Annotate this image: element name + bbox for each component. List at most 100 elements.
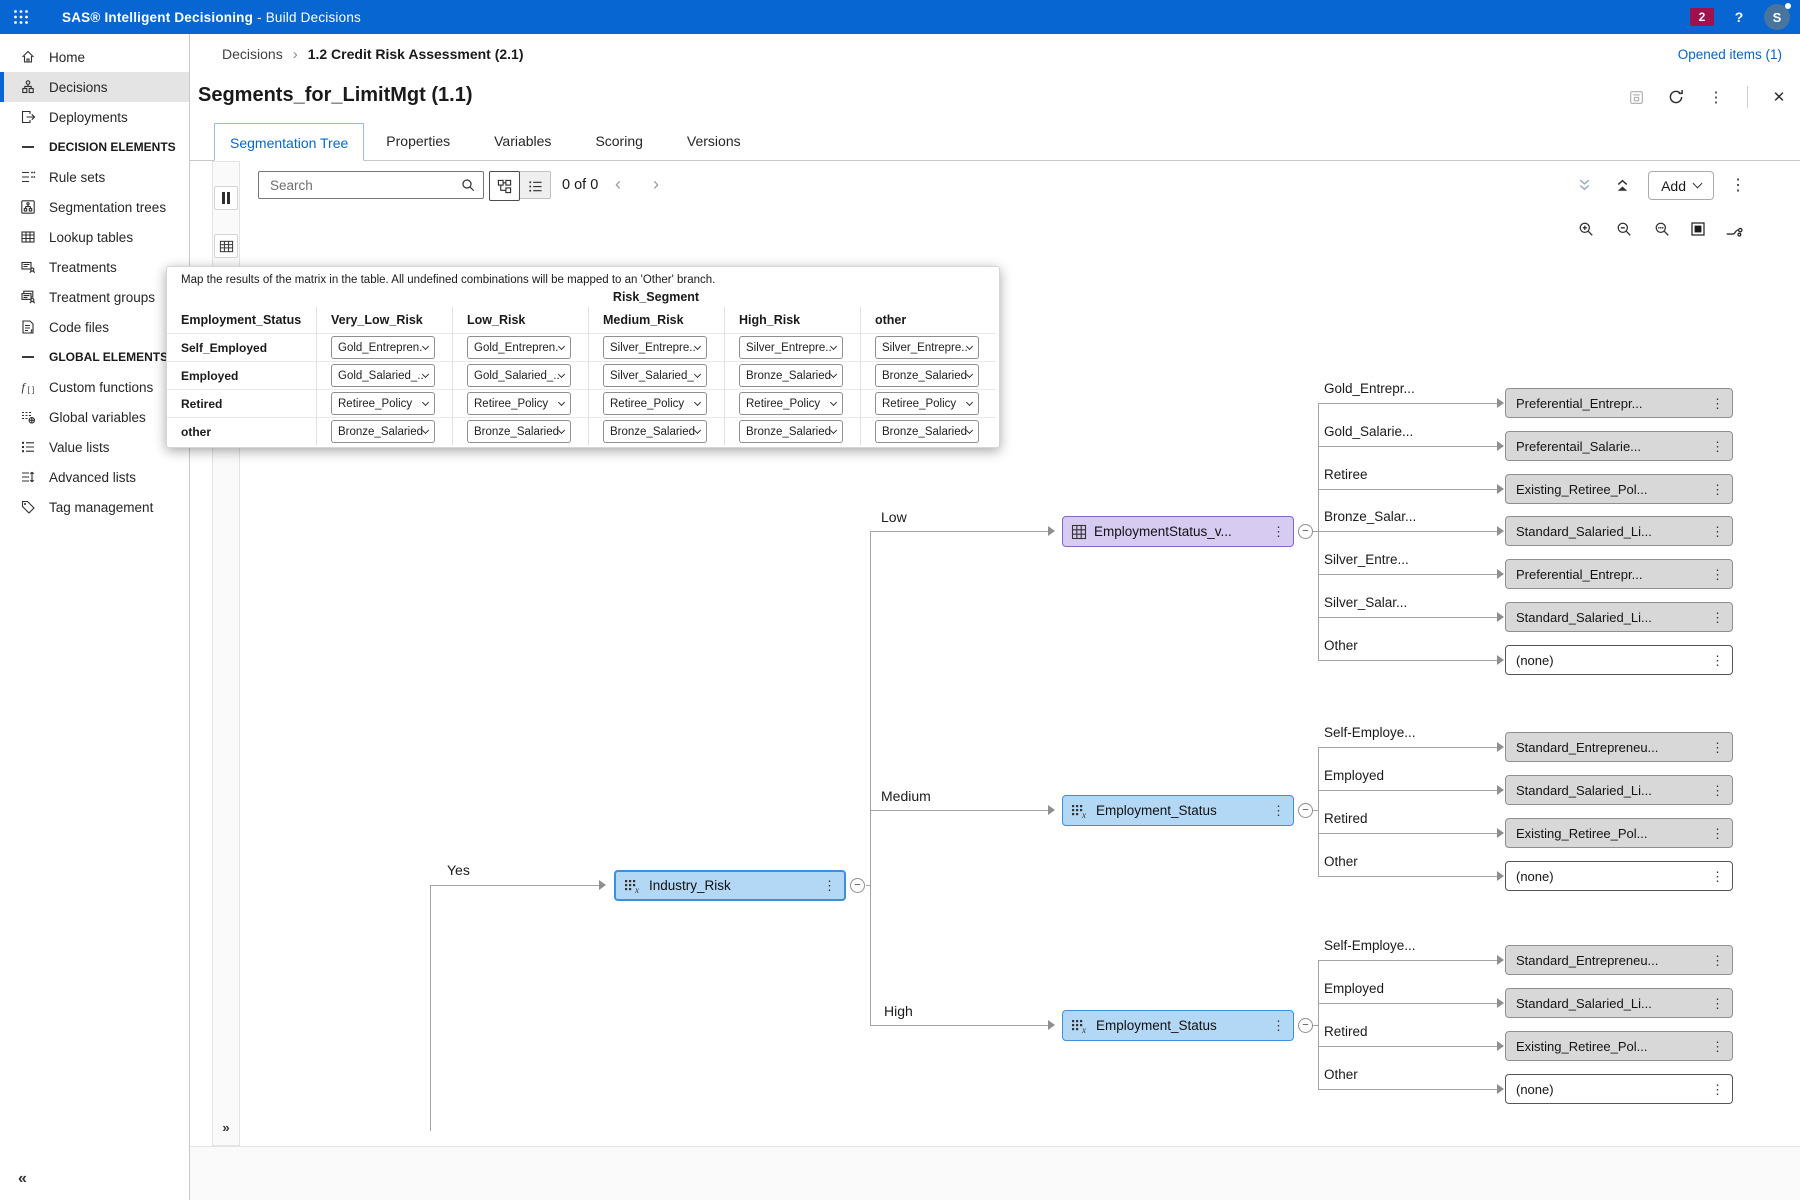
tree-node-employment-status-medium[interactable]: x Employment_Status ⋮ bbox=[1062, 795, 1294, 826]
collapse-node-icon[interactable]: − bbox=[850, 878, 865, 893]
sidebar-item-custom-functions[interactable]: f[ ] Custom functions bbox=[0, 372, 189, 402]
leaf-node-none[interactable]: (none)⋮ bbox=[1505, 1074, 1733, 1104]
tab-versions[interactable]: Versions bbox=[686, 133, 741, 149]
sidebar-item-decisions[interactable]: Decisions bbox=[0, 72, 189, 102]
matrix-cell-select[interactable]: Bronze_Salaried... bbox=[739, 364, 843, 387]
zoom-out-icon[interactable] bbox=[1614, 219, 1634, 239]
refresh-icon[interactable] bbox=[1667, 88, 1685, 106]
panel-toggle-button[interactable] bbox=[214, 186, 238, 210]
auto-layout-icon[interactable] bbox=[1724, 219, 1744, 239]
leaf-menu-icon[interactable]: ⋮ bbox=[1711, 395, 1724, 411]
matrix-cell-select[interactable]: Silver_Entrepre... bbox=[739, 336, 843, 359]
sidebar-item-lookup-tables[interactable]: Lookup tables bbox=[0, 222, 189, 252]
leaf-menu-icon[interactable]: ⋮ bbox=[1711, 609, 1724, 625]
sidebar-item-tag-management[interactable]: Tag management bbox=[0, 492, 189, 522]
avatar[interactable]: S bbox=[1764, 3, 1791, 30]
leaf-node[interactable]: Preferential_Entrepr...⋮ bbox=[1505, 388, 1733, 418]
leaf-menu-icon[interactable]: ⋮ bbox=[1711, 739, 1724, 755]
panel-expand-icon[interactable]: » bbox=[222, 1120, 230, 1135]
matrix-cell-select[interactable]: Retiree_Policy bbox=[739, 392, 843, 415]
sidebar-item-treatment-groups[interactable]: Treatment groups bbox=[0, 282, 189, 312]
sidebar-item-segmentation-trees[interactable]: Segmentation trees bbox=[0, 192, 189, 222]
leaf-node[interactable]: Existing_Retiree_Pol...⋮ bbox=[1505, 474, 1733, 504]
add-button[interactable]: Add bbox=[1648, 171, 1714, 200]
search-input[interactable] bbox=[268, 176, 461, 194]
leaf-node[interactable]: Existing_Retiree_Pol...⋮ bbox=[1505, 818, 1733, 848]
tab-scoring[interactable]: Scoring bbox=[595, 133, 643, 149]
matrix-cell-select[interactable]: Gold_Entrepren... bbox=[331, 336, 435, 359]
matrix-cell-select[interactable]: Retiree_Policy bbox=[331, 392, 435, 415]
collapse-node-icon[interactable]: − bbox=[1298, 524, 1313, 539]
tree-node-employment-status-high[interactable]: x Employment_Status ⋮ bbox=[1062, 1010, 1294, 1041]
tab-properties[interactable]: Properties bbox=[386, 133, 451, 149]
matrix-cell-select[interactable]: Bronze_Salaried... bbox=[875, 420, 979, 443]
tab-variables[interactable]: Variables bbox=[494, 133, 552, 149]
breadcrumb-parent[interactable]: Decisions bbox=[222, 46, 283, 62]
matrix-cell-select[interactable]: Retiree_Policy bbox=[603, 392, 707, 415]
leaf-menu-icon[interactable]: ⋮ bbox=[1711, 868, 1724, 884]
leaf-node[interactable]: Preferential_Entrepr...⋮ bbox=[1505, 559, 1733, 589]
tree-node-industry-risk[interactable]: x Industry_Risk ⋮ bbox=[614, 870, 846, 901]
leaf-menu-icon[interactable]: ⋮ bbox=[1711, 1038, 1724, 1054]
leaf-node[interactable]: Preferentail_Salarie...⋮ bbox=[1505, 431, 1733, 461]
matrix-cell-select[interactable]: Gold_Salaried_... bbox=[467, 364, 571, 387]
collapse-node-icon[interactable]: − bbox=[1298, 1018, 1313, 1033]
matrix-cell-select[interactable]: Bronze_Salaried... bbox=[331, 420, 435, 443]
matrix-cell-select[interactable]: Silver_Entrepre... bbox=[875, 336, 979, 359]
node-menu-icon[interactable]: ⋮ bbox=[1272, 1018, 1285, 1033]
tree-view-button[interactable] bbox=[489, 171, 521, 201]
matrix-cell-select[interactable]: Bronze_Salaried... bbox=[603, 420, 707, 443]
leaf-node[interactable]: Standard_Salaried_Li...⋮ bbox=[1505, 988, 1733, 1018]
collapse-all-icon[interactable] bbox=[1612, 176, 1632, 196]
sidebar-item-global-variables[interactable]: Global variables bbox=[0, 402, 189, 432]
leaf-node[interactable]: Existing_Retiree_Pol...⋮ bbox=[1505, 1031, 1733, 1061]
search-icon[interactable] bbox=[461, 178, 476, 193]
leaf-menu-icon[interactable]: ⋮ bbox=[1711, 995, 1724, 1011]
leaf-menu-icon[interactable]: ⋮ bbox=[1711, 652, 1724, 668]
close-icon[interactable]: ✕ bbox=[1772, 89, 1786, 106]
collapse-node-icon[interactable]: − bbox=[1298, 803, 1313, 818]
more-actions-icon[interactable]: ⋮ bbox=[1708, 88, 1724, 106]
sidebar-item-value-lists[interactable]: Value lists bbox=[0, 432, 189, 462]
next-match-icon[interactable]: › bbox=[653, 174, 659, 194]
leaf-menu-icon[interactable]: ⋮ bbox=[1711, 952, 1724, 968]
leaf-node[interactable]: Standard_Salaried_Li...⋮ bbox=[1505, 775, 1733, 805]
matrix-cell-select[interactable]: Gold_Salaried_... bbox=[331, 364, 435, 387]
leaf-node[interactable]: Standard_Entrepreneu...⋮ bbox=[1505, 945, 1733, 975]
overview-map-icon[interactable] bbox=[1688, 219, 1708, 239]
matrix-cell-select[interactable]: Silver_Salaried_... bbox=[603, 364, 707, 387]
node-menu-icon[interactable]: ⋮ bbox=[1272, 524, 1285, 539]
opened-items-link[interactable]: Opened items (1) bbox=[1677, 46, 1782, 62]
toolbar-more-icon[interactable]: ⋮ bbox=[1730, 176, 1746, 194]
leaf-menu-icon[interactable]: ⋮ bbox=[1711, 566, 1724, 582]
matrix-cell-select[interactable]: Retiree_Policy bbox=[467, 392, 571, 415]
leaf-node-none[interactable]: (none)⋮ bbox=[1505, 645, 1733, 675]
zoom-in-icon[interactable] bbox=[1576, 219, 1596, 239]
leaf-node[interactable]: Standard_Salaried_Li...⋮ bbox=[1505, 602, 1733, 632]
matrix-cell-select[interactable]: Gold_Entrepren... bbox=[467, 336, 571, 359]
expand-all-icon[interactable] bbox=[1574, 176, 1594, 196]
matrix-cell-select[interactable]: Bronze_Salaried... bbox=[875, 364, 979, 387]
matrix-cell-select[interactable]: Bronze_Salaried... bbox=[467, 420, 571, 443]
matrix-table-button[interactable] bbox=[214, 234, 238, 258]
save-icon[interactable] bbox=[1627, 88, 1645, 106]
sidebar-item-deployments[interactable]: Deployments bbox=[0, 102, 189, 132]
leaf-node[interactable]: Standard_Salaried_Li...⋮ bbox=[1505, 516, 1733, 546]
app-switcher-icon[interactable] bbox=[4, 0, 38, 34]
leaf-node[interactable]: Standard_Entrepreneu...⋮ bbox=[1505, 732, 1733, 762]
sidebar-item-code-files[interactable]: Code files bbox=[0, 312, 189, 342]
tab-segmentation-tree[interactable]: Segmentation Tree bbox=[214, 123, 365, 161]
leaf-menu-icon[interactable]: ⋮ bbox=[1711, 523, 1724, 539]
tree-node-employmentstatus-matrix[interactable]: EmploymentStatus_v... ⋮ bbox=[1062, 516, 1294, 547]
leaf-node-none[interactable]: (none)⋮ bbox=[1505, 861, 1733, 891]
leaf-menu-icon[interactable]: ⋮ bbox=[1711, 782, 1724, 798]
sidebar-collapse-icon[interactable]: « bbox=[18, 1170, 27, 1187]
sidebar-item-treatments[interactable]: Treatments bbox=[0, 252, 189, 282]
matrix-cell-select[interactable]: Retiree_Policy bbox=[875, 392, 979, 415]
node-menu-icon[interactable]: ⋮ bbox=[1272, 803, 1285, 818]
list-view-button[interactable] bbox=[520, 172, 550, 200]
leaf-menu-icon[interactable]: ⋮ bbox=[1711, 438, 1724, 454]
leaf-menu-icon[interactable]: ⋮ bbox=[1711, 481, 1724, 497]
sidebar-item-rule-sets[interactable]: Rule sets bbox=[0, 162, 189, 192]
matrix-cell-select[interactable]: Silver_Entrepre... bbox=[603, 336, 707, 359]
